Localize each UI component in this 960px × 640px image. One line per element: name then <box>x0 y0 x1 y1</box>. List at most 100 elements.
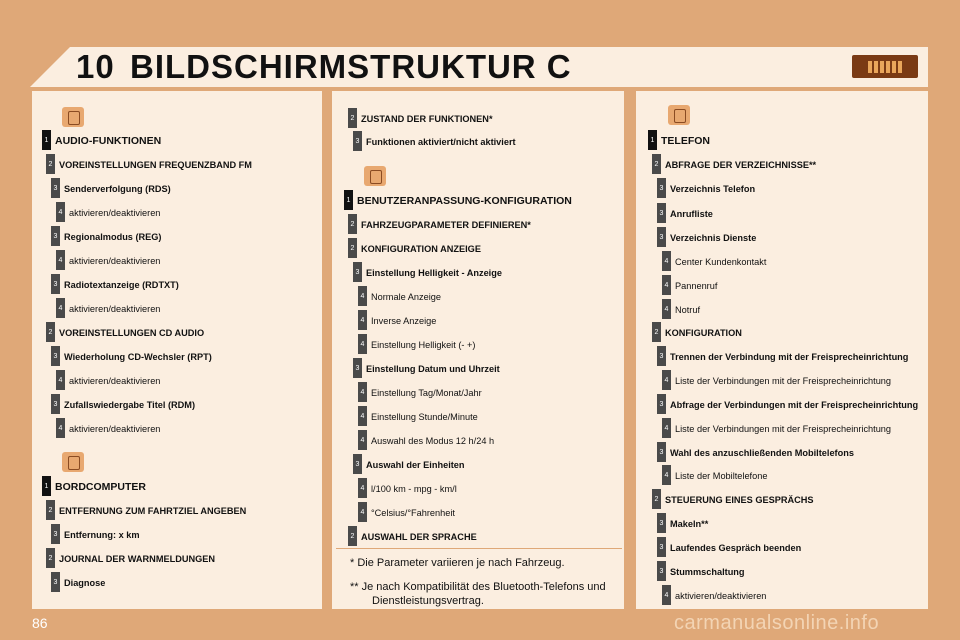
menu-row-text: ENTFERNUNG ZUM FAHRTZIEL ANGEBEN <box>59 506 247 516</box>
level-badge: 3 <box>51 346 60 366</box>
phone-icon <box>668 105 690 125</box>
level-badge: 3 <box>51 274 60 294</box>
menu-row-text: STEUERUNG EINES GESPRÄCHS <box>665 495 814 505</box>
menu-row-text: l/100 km - mpg - km/l <box>371 484 457 494</box>
level-badge: 4 <box>358 478 367 498</box>
menu-row-text: KONFIGURATION ANZEIGE <box>361 244 481 254</box>
menu-row-text: Normale Anzeige <box>371 292 441 302</box>
level-badge: 3 <box>51 178 60 198</box>
level-badge: 3 <box>51 572 60 592</box>
level-badge: 4 <box>662 370 671 390</box>
level-badge: 4 <box>56 370 65 390</box>
note-single-star: * Die Parameter variieren je nach Fahrze… <box>350 557 565 569</box>
menu-row-text: ABFRAGE DER VERZEICHNISSE** <box>665 160 817 170</box>
menu-row-text: Pannenruf <box>675 281 718 291</box>
level-badge: 4 <box>56 250 65 270</box>
menu-row-text: FAHRZEUGPARAMETER DEFINIEREN* <box>361 220 531 230</box>
level-badge: 3 <box>51 226 60 246</box>
watermark: carmanualsonline.info <box>674 612 880 634</box>
menu-row-text: VOREINSTELLUNGEN FREQUENZBAND FM <box>59 160 252 170</box>
menu-row-text: Zufallswiedergabe Titel (RDM) <box>64 400 196 410</box>
menu-row-text: JOURNAL DER WARNMELDUNGEN <box>59 554 216 564</box>
menu-row-text: aktivieren/deaktivieren <box>69 424 161 434</box>
menu-row-text: Inverse Anzeige <box>371 316 437 326</box>
level-badge: 3 <box>353 262 362 282</box>
level-badge: 2 <box>348 526 357 546</box>
level-badge: 2 <box>46 154 55 174</box>
chapter-number: 10 <box>76 48 115 85</box>
level-badge: 2 <box>348 238 357 258</box>
level-badge: 3 <box>657 227 666 247</box>
menu-row-text: Wahl des anzuschließenden Mobiltelefons <box>670 448 854 458</box>
level-badge: 4 <box>358 334 367 354</box>
level-badge: 3 <box>657 537 666 557</box>
brand-logo-icon <box>852 55 918 78</box>
menu-row-text: Anrufliste <box>670 209 713 219</box>
menu-row-text: aktivieren/deaktivieren <box>675 591 767 601</box>
level-badge: 3 <box>51 394 60 414</box>
page-title: BILDSCHIRMSTRUKTUR C <box>130 48 572 85</box>
menu-row-text: Center Kundenkontakt <box>675 257 767 267</box>
menu-row-text: Notruf <box>675 305 701 315</box>
level-badge: 2 <box>652 489 661 509</box>
menu-row-text: Trennen der Verbindung mit der Freisprec… <box>670 352 909 362</box>
notes-divider <box>336 548 622 549</box>
menu-row-text: Liste der Mobiltelefone <box>675 471 768 481</box>
level-badge: 2 <box>46 500 55 520</box>
level-badge: 3 <box>657 561 666 581</box>
page-number: 86 <box>32 615 48 631</box>
menu-row-text: Einstellung Stunde/Minute <box>371 412 478 422</box>
level-badge: 4 <box>56 418 65 438</box>
level-badge: 2 <box>348 108 357 128</box>
title-bar <box>30 47 928 87</box>
menu-row-text: aktivieren/deaktivieren <box>69 376 161 386</box>
menu-row-text: aktivieren/deaktivieren <box>69 256 161 266</box>
level-badge: 3 <box>353 131 362 151</box>
level-badge: 4 <box>358 382 367 402</box>
menu-row-text: Liste der Verbindungen mit der Freisprec… <box>675 424 892 434</box>
menu-row-text: Laufendes Gespräch beenden <box>670 543 802 553</box>
panel-audio-bordcomputer <box>32 91 322 609</box>
level-badge: 4 <box>358 430 367 450</box>
settings-icon <box>364 166 386 186</box>
level-badge: 3 <box>353 454 362 474</box>
menu-row-text: Funktionen aktiviert/nicht aktiviert <box>366 137 516 147</box>
menu-row-text: ZUSTAND DER FUNKTIONEN* <box>361 114 493 124</box>
level-badge: 4 <box>662 418 671 438</box>
menu-row-text: Radiotextanzeige (RDTXT) <box>64 280 179 290</box>
menu-row-text: Wiederholung CD-Wechsler (RPT) <box>64 352 212 362</box>
panel-telefon <box>636 91 928 609</box>
menu-row-text: Liste der Verbindungen mit der Freisprec… <box>675 376 892 386</box>
menu-row-text: Auswahl der Einheiten <box>366 460 465 470</box>
level-badge: 2 <box>348 214 357 234</box>
level-badge: 4 <box>662 275 671 295</box>
note-double-star-cont: Dienstleistungsvertrag. <box>372 595 484 607</box>
menu-row-text: Stummschaltung <box>670 567 745 577</box>
level-badge: 1 <box>42 476 51 496</box>
level-badge: 2 <box>46 548 55 568</box>
menu-row-text: Verzeichnis Dienste <box>670 233 757 243</box>
speaker-icon <box>62 107 84 127</box>
level-badge: 4 <box>56 202 65 222</box>
level-badge: 4 <box>358 502 367 522</box>
level-badge: 3 <box>51 524 60 544</box>
level-badge: 4 <box>358 286 367 306</box>
menu-row-text: Abfrage der Verbindungen mit der Freispr… <box>670 400 919 410</box>
menu-row-text: Einstellung Datum und Uhrzeit <box>366 364 500 374</box>
speaker-icon <box>62 452 84 472</box>
level-badge: 3 <box>657 178 666 198</box>
menu-row-text: Einstellung Tag/Monat/Jahr <box>371 388 482 398</box>
menu-row-text: Einstellung Helligkeit - Anzeige <box>366 268 502 278</box>
menu-row-text: aktivieren/deaktivieren <box>69 304 161 314</box>
note-double-star: ** Je nach Kompatibilität des Bluetooth-… <box>350 581 606 593</box>
level-badge: 4 <box>358 310 367 330</box>
level-badge: 3 <box>657 513 666 533</box>
level-badge: 3 <box>657 203 666 223</box>
level-badge: 4 <box>662 585 671 605</box>
level-badge: 4 <box>358 406 367 426</box>
menu-row-text: AUSWAHL DER SPRACHE <box>361 532 477 542</box>
menu-row-text: TELEFON <box>661 135 710 147</box>
menu-row-text: Einstellung Helligkeit (- +) <box>371 340 476 350</box>
level-badge: 4 <box>56 298 65 318</box>
level-badge: 3 <box>657 346 666 366</box>
